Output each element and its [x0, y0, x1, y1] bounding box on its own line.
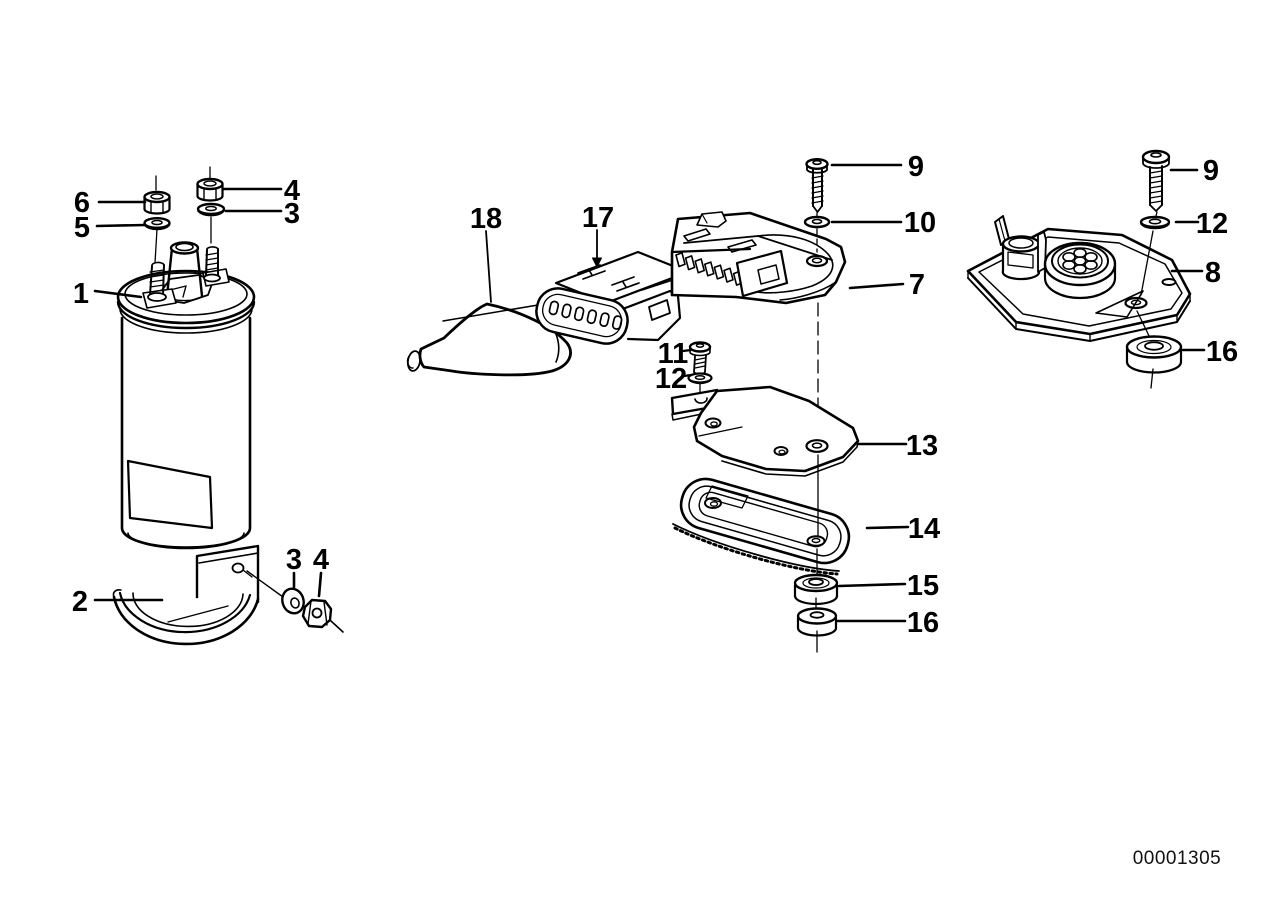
leader-15 — [837, 582, 907, 588]
part-coil-bracket — [112, 544, 284, 646]
callout-4-top[interactable]: 4 — [284, 175, 300, 207]
part-base-plate-14 — [672, 477, 851, 576]
part-mounting-bracket-13 — [670, 385, 860, 477]
callout-9-right[interactable]: 9 — [1203, 155, 1219, 187]
part-grommet-16-middle — [796, 607, 838, 637]
part-control-unit-7 — [670, 211, 847, 305]
callout-18[interactable]: 18 — [470, 203, 502, 235]
part-washer-3-top — [196, 202, 226, 244]
part-grommet-16-right — [1125, 335, 1183, 389]
leader-12-middle — [682, 373, 693, 378]
callout-labels: 6 5 1 4 3 2 3 4 18 17 9 10 7 11 12 13 14… — [72, 151, 1238, 639]
leader-18 — [485, 230, 492, 303]
leader-7 — [848, 282, 905, 290]
part-screw-9-middle — [805, 157, 829, 213]
part-screw-9-right — [1141, 149, 1171, 212]
callout-14[interactable]: 14 — [908, 513, 940, 545]
callout-1[interactable]: 1 — [73, 278, 89, 310]
callout-6[interactable]: 6 — [74, 187, 90, 219]
callout-3-bottom[interactable]: 3 — [286, 544, 302, 576]
part-control-unit-8 — [966, 215, 1192, 342]
callout-8[interactable]: 8 — [1205, 257, 1221, 289]
part-plug-connector — [442, 250, 690, 345]
part-ignition-coil — [116, 241, 256, 550]
part-screw-11 — [688, 341, 712, 378]
callout-15[interactable]: 15 — [907, 570, 939, 602]
leader-17-arrow — [592, 257, 602, 268]
callout-13[interactable]: 13 — [906, 430, 938, 462]
callout-12-middle[interactable]: 12 — [655, 363, 687, 395]
callout-10[interactable]: 10 — [904, 207, 936, 239]
part-washer-12-right — [1136, 211, 1171, 341]
callout-11[interactable]: 11 — [658, 338, 689, 370]
part-hex-nut-6 — [143, 175, 171, 215]
callout-2[interactable]: 2 — [72, 586, 88, 618]
callout-12-right[interactable]: 12 — [1196, 208, 1228, 240]
leader-5 — [95, 223, 147, 228]
part-washer-3-bottom — [281, 587, 305, 615]
callout-4-bottom[interactable]: 4 — [313, 544, 329, 576]
assembly-axis-solid — [815, 454, 819, 653]
leader-4-bottom — [317, 571, 323, 598]
callout-3-top[interactable]: 3 — [284, 198, 300, 230]
leader-11 — [681, 348, 693, 353]
doc-number: 00001305 — [1133, 848, 1222, 869]
callout-9-middle[interactable]: 9 — [908, 151, 924, 183]
part-washer-5 — [143, 216, 171, 264]
callout-16-right[interactable]: 16 — [1206, 336, 1238, 368]
leader-1 — [93, 289, 143, 299]
leader-14 — [865, 525, 910, 530]
part-washer-12-middle — [687, 372, 713, 398]
callout-16-middle[interactable]: 16 — [907, 607, 939, 639]
callout-5[interactable]: 5 — [74, 212, 90, 244]
leader-lines — [93, 163, 1206, 623]
part-hex-nut-4-bottom — [301, 598, 344, 633]
part-hex-nut-4-top — [196, 166, 224, 202]
part-grommet-15 — [793, 573, 839, 606]
callout-17[interactable]: 17 — [582, 202, 614, 234]
callout-7[interactable]: 7 — [909, 269, 925, 301]
part-washer-10 — [803, 212, 831, 253]
